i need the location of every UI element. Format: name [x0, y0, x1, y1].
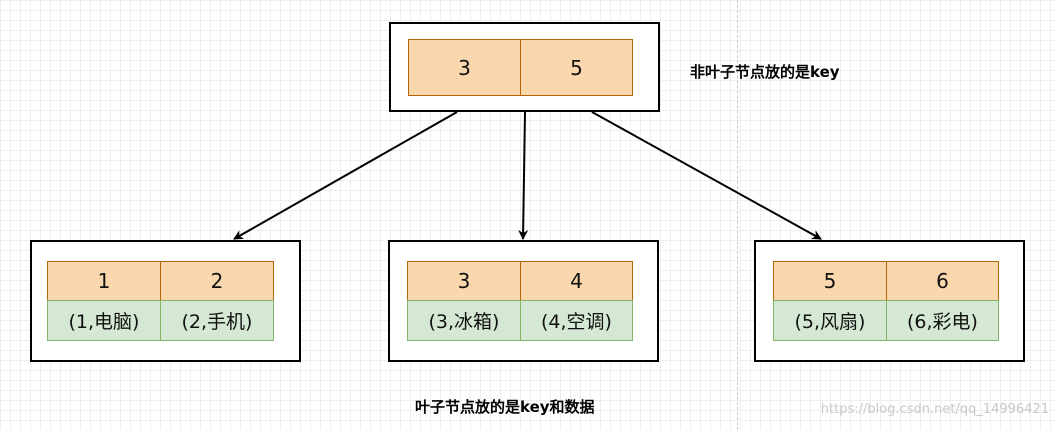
- leaf-2-record-1: (3,冰箱): [407, 300, 521, 341]
- root-key-2: 5: [520, 39, 633, 96]
- non-leaf-caption: 非叶子节点放的是key: [690, 63, 840, 81]
- edge-root-to-leaf-3: [591, 111, 822, 240]
- leaf-2-key-2: 4: [520, 261, 633, 301]
- leaf-node-1: 1 2 (1,电脑) (2,手机): [30, 240, 301, 362]
- leaf-caption: 叶子节点放的是key和数据: [415, 398, 595, 416]
- edge-root-to-leaf-2: [518, 111, 529, 240]
- leaf-node-2: 3 4 (3,冰箱) (4,空调): [388, 240, 659, 362]
- root-node: 3 5: [389, 22, 660, 112]
- leaf-3-key-1: 5: [773, 261, 887, 301]
- leaf-3-key-2: 6: [886, 261, 999, 301]
- watermark: https://blog.csdn.net/qq_14996421: [820, 402, 1049, 417]
- leaf-1-record-2: (2,手机): [160, 300, 274, 341]
- edge-root-to-leaf-1: [233, 111, 458, 240]
- leaf-1-record-1: (1,电脑): [47, 300, 161, 341]
- leaf-3-record-2: (6,彩电): [886, 300, 999, 341]
- root-key-1: 3: [408, 39, 521, 96]
- leaf-1-key-1: 1: [47, 261, 161, 301]
- leaf-2-record-2: (4,空调): [520, 300, 633, 341]
- leaf-1-key-2: 2: [160, 261, 274, 301]
- leaf-3-record-1: (5,风扇): [773, 300, 887, 341]
- leaf-node-3: 5 6 (5,风扇) (6,彩电): [754, 240, 1025, 362]
- leaf-2-key-1: 3: [407, 261, 521, 301]
